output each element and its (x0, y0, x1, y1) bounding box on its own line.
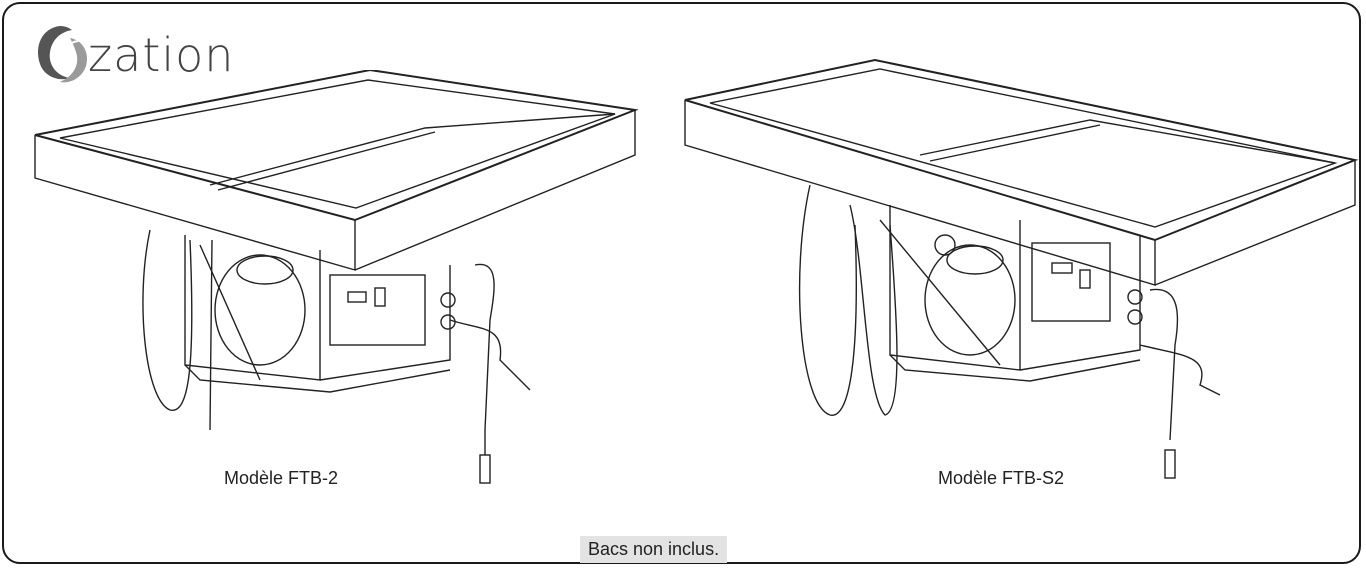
model-ftb-s2-caption: Modèle FTB-S2 (938, 468, 1065, 488)
pans-not-included-note: Bacs non inclus. (580, 536, 728, 563)
model-ftb-2-drawing (34, 70, 639, 484)
ecoization-logo: zation (30, 18, 280, 88)
logo-text: zation (88, 28, 235, 82)
model-ftb-2-caption: Modèle FTB-2 (224, 468, 339, 488)
leaf-icon (38, 26, 88, 83)
model-ftb-s2-drawing (684, 58, 1359, 479)
